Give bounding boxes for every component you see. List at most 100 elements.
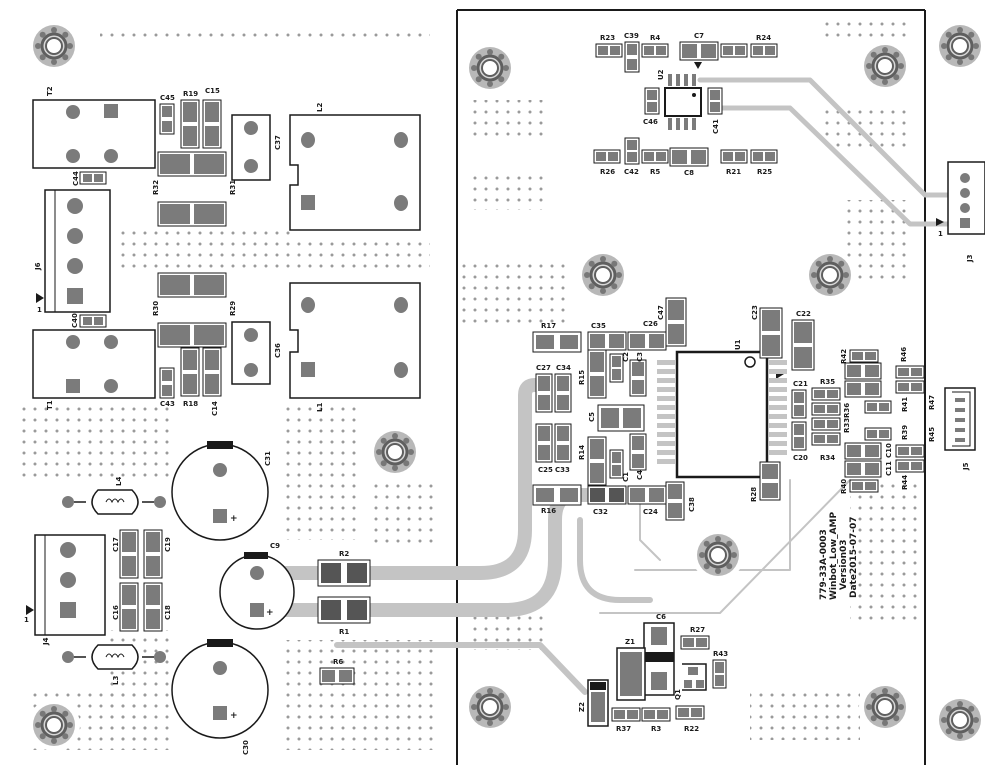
label-c35: C35 [591,322,606,330]
cap-c22: C22 [791,310,815,371]
transformer-t1: T1 [32,329,156,410]
cap-c19: C19 [143,529,172,579]
resistor-r31: R31 [157,180,237,227]
label-r27: R27 [690,626,705,634]
label-r21: R21 [726,168,741,176]
label-z1: Z1 [625,638,635,646]
label-r18: R18 [183,400,198,408]
cap-c43: C43 [159,367,175,408]
label-r42: R42 [840,349,848,364]
label-r34: R34 [820,454,835,462]
cap-c33: C33 [554,423,572,474]
cap-c27: C27 [535,364,553,413]
pin1-j6: 1 [37,306,42,314]
zener-z1: Z1 [616,638,646,701]
label-c26: C26 [643,320,658,328]
cap-c31: + C31 [171,441,272,541]
label-c20: C20 [793,454,808,462]
label-c18: C18 [164,605,172,620]
resistor-r21: R21 [720,149,748,176]
label-l3: L3 [112,676,120,685]
cap-c35: C35 [587,322,627,351]
mounting-hole [462,679,518,735]
label-r4: R4 [650,34,660,42]
label-u2: U2 [657,69,665,80]
resistor-r33: R33 [811,417,851,433]
transformer-t2: T2 [32,86,156,169]
label-c34: C34 [556,364,571,372]
label-j4: J4 [42,637,50,646]
label-j5: J5 [962,462,970,471]
resistor-r39: R39 [864,425,909,441]
cap-c8: C8 [669,147,709,177]
label-r45: R45 [928,427,936,442]
resistor-r5: R5 [641,149,669,176]
via-fields [20,20,920,750]
label-c39: C39 [624,32,639,40]
mounting-hole [857,679,913,735]
cap-c40: C40 [71,313,107,328]
cap-c23: C23 [751,305,783,359]
label-r47: R47 [928,395,936,410]
label-r37: R37 [616,725,631,733]
resistor-r42: R42 [840,349,879,364]
resistor-r40: R40 [840,479,879,494]
label-c27: C27 [536,364,551,372]
label-r24: R24 [756,34,771,42]
resistor-r2: R2 [317,550,371,587]
resistor-r23: R23 [595,34,623,58]
label-r17: R17 [541,322,556,330]
label-c42: C42 [624,168,639,176]
top-middle-parts: R23 C39 R4 C7 R24 [593,32,778,177]
label-c2: C2 [622,352,630,362]
amp-section: U1 R17 C35 [532,297,976,600]
plus-c30: + [230,711,238,721]
label-c32: C32 [593,508,608,516]
cap-c45: C45 [159,94,175,135]
mounting-hole [575,247,631,303]
label-j3: J3 [966,254,974,263]
label-c14: C14 [211,401,219,416]
mounting-hole [857,38,913,94]
cap-c15: C15 [202,87,222,149]
cap-c2: C2 [609,352,630,383]
label-r35: R35 [820,378,835,386]
label-r33: R33 [843,418,851,433]
resistor-r14: R14 [578,436,607,486]
label-r3: R3 [651,725,661,733]
mounting-hole [932,692,985,748]
cap-c24: C24 [627,485,667,516]
label-c1: C1 [622,472,630,482]
cap-c36: C36 [231,321,282,385]
resistor-r6: R6 [319,658,355,685]
label-r29: R29 [229,301,237,316]
resistor-r16: R16 [532,484,582,515]
label-c40: C40 [71,313,79,328]
resistor-r32: R32 [152,151,227,195]
resistor-r1: R1 [317,596,371,636]
label-c33: C33 [555,466,570,474]
label-c17: C17 [112,537,120,552]
cap-c14: C14 [202,347,222,416]
connector-j4: J4 1 [24,534,106,646]
label-r28: R28 [750,487,758,502]
label-c6: C6 [656,613,666,621]
label-c11: C11 [885,461,893,476]
resistor-r25: R25 [750,149,778,176]
label-c16: C16 [112,605,120,620]
label-c41: C41 [712,119,720,134]
resistor-r28: R28 [750,461,781,502]
cap-c12 [844,362,882,380]
cap-c21: C21 [791,380,808,419]
resistor-r37-right [864,400,892,414]
label-c45: C45 [160,94,175,102]
cap-c38: C38 [665,481,696,521]
cap-c46: C46 [643,87,660,126]
label-r26: R26 [600,168,615,176]
zener-z2: Z2 [578,679,609,727]
label-r6: R6 [333,658,343,666]
mounting-hole [802,247,858,303]
label-r22: R22 [684,725,699,733]
cap-c17: C17 [112,529,139,579]
